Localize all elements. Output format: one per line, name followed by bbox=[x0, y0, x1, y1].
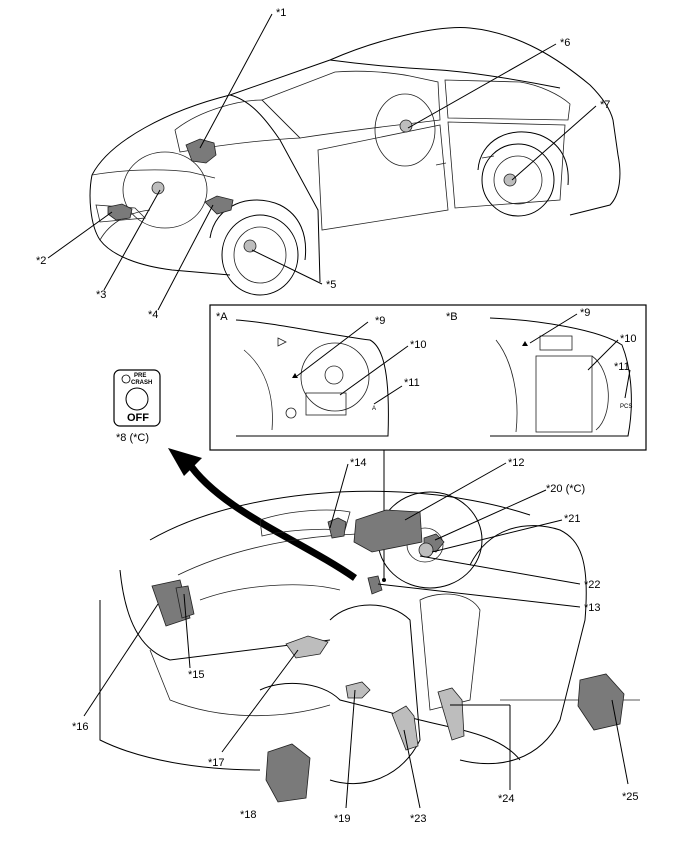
part-18 bbox=[265, 743, 311, 803]
callout-5: *5 bbox=[326, 279, 336, 291]
pcs-indicator-text: PCS bbox=[620, 404, 632, 410]
callout-13: *13 bbox=[584, 602, 601, 614]
switch-label-line1: PRE bbox=[134, 373, 146, 379]
part-13 bbox=[367, 575, 383, 595]
callout-1: *1 bbox=[276, 7, 286, 19]
part-5 bbox=[243, 239, 257, 253]
part-2 bbox=[107, 203, 133, 221]
callout-19: *19 bbox=[334, 813, 351, 825]
part-6 bbox=[399, 119, 413, 133]
callout-8: *8 (*C) bbox=[116, 432, 149, 444]
callout-9-b: *9 bbox=[580, 307, 590, 319]
callout-12: *12 bbox=[508, 457, 525, 469]
callout-22: *22 bbox=[584, 579, 601, 591]
part-21 bbox=[418, 542, 434, 558]
callout-10-b: *10 bbox=[620, 333, 637, 345]
part-25 bbox=[577, 673, 625, 731]
combination-meter-panels: *A A *9 *10 *11 *B PCS *9 *10 *11 bbox=[209, 304, 647, 582]
switch-label-line2: CRASH bbox=[131, 380, 152, 386]
callout-11-a: *11 bbox=[404, 377, 420, 389]
part-3 bbox=[151, 181, 165, 195]
part-19 bbox=[345, 681, 371, 699]
callout-7: *7 bbox=[600, 99, 610, 111]
vehicle-interior-illustration: *14 *12 *20 (*C) *21 *22 *13 *15 *16 *17… bbox=[72, 457, 640, 825]
callout-20: *20 (*C) bbox=[546, 483, 585, 495]
part-1 bbox=[185, 138, 217, 164]
callout-25: *25 bbox=[622, 791, 639, 803]
callout-10-a: *10 bbox=[410, 339, 427, 351]
part-14 bbox=[327, 517, 347, 539]
callout-3: *3 bbox=[96, 289, 106, 301]
pcs-warning-icon bbox=[121, 374, 131, 384]
callout-16: *16 bbox=[72, 721, 89, 733]
callout-21: *21 bbox=[564, 513, 581, 525]
callout-17: *17 bbox=[208, 757, 225, 769]
warning-icon-b bbox=[522, 341, 528, 346]
callout-23: *23 bbox=[410, 813, 427, 825]
panel-a-label: *A bbox=[216, 311, 228, 323]
callout-24: *24 bbox=[498, 793, 515, 805]
switch-off-label: OFF bbox=[127, 412, 149, 424]
callout-6: *6 bbox=[560, 37, 570, 49]
part-4 bbox=[204, 195, 234, 215]
part-24 bbox=[437, 687, 465, 741]
pre-crash-off-switch: PRE CRASH OFF *8 (*C) bbox=[113, 369, 161, 444]
part-7 bbox=[503, 173, 517, 187]
part-12 bbox=[353, 509, 423, 553]
callout-18: *18 bbox=[240, 809, 257, 821]
callout-15: *15 bbox=[188, 669, 205, 681]
part-17 bbox=[285, 635, 329, 659]
warning-icon bbox=[292, 373, 298, 378]
vehicle-exterior-illustration: *1 *2 *3 *4 *5 *6 *7 bbox=[36, 7, 621, 321]
callout-11-b: *11 bbox=[614, 361, 630, 373]
location-arrowhead bbox=[168, 448, 202, 476]
callout-2: *2 bbox=[36, 255, 46, 267]
callout-9-a: *9 bbox=[375, 315, 385, 327]
part-23 bbox=[391, 705, 419, 751]
callout-14: *14 bbox=[350, 457, 367, 469]
callout-4: *4 bbox=[148, 309, 158, 321]
location-arrow bbox=[185, 460, 357, 581]
panel-b-label: *B bbox=[446, 311, 458, 323]
svg-text:A: A bbox=[372, 406, 376, 412]
